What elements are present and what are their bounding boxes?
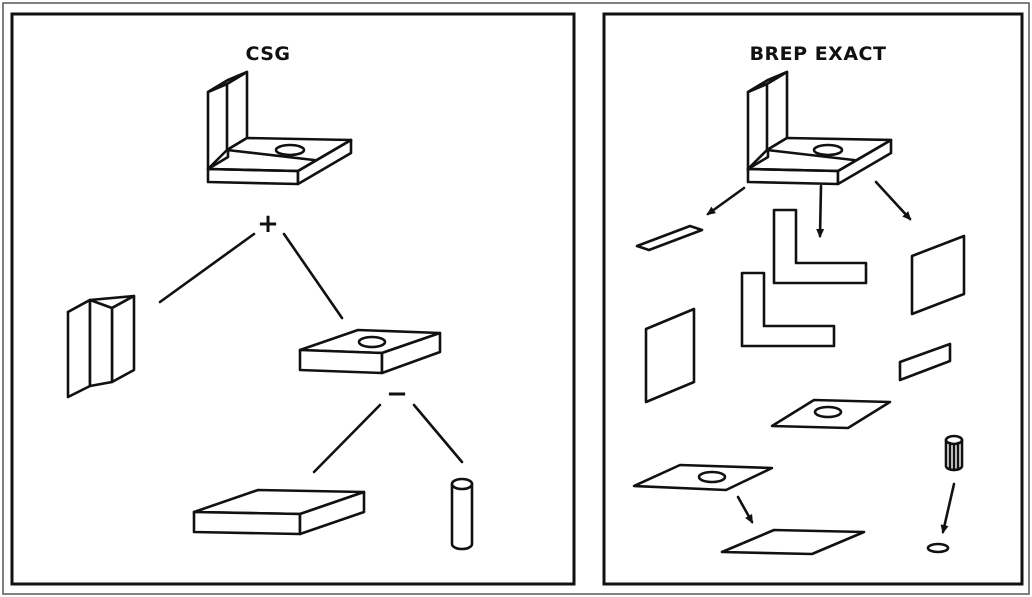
- arrow-to-l-face: [816, 184, 825, 238]
- brep-face-small-end: [898, 342, 952, 382]
- csg-solid-box: [192, 488, 366, 536]
- brep-face-l-back: [740, 271, 836, 348]
- brep-panel-border: [602, 12, 1024, 586]
- brep-hole-loop: [926, 542, 950, 554]
- union-operator: +: [257, 209, 279, 239]
- brep-face-bottom-with-hole: [632, 463, 774, 492]
- brep-solid-bracket: [746, 70, 893, 186]
- brep-panel-title: BREP EXACT: [750, 43, 887, 65]
- csg-base-plate-with-hole: [298, 328, 442, 375]
- brep-face-top-with-hole: [770, 398, 892, 430]
- csg-cylinder: [450, 477, 474, 551]
- csg-result-bracket: [206, 70, 353, 186]
- arrow-to-plain-face: [736, 495, 754, 524]
- tree-edge-difference-right: [412, 403, 464, 464]
- arrow-to-side-face: [874, 180, 912, 221]
- csg-panel-border: [10, 12, 576, 586]
- csg-panel-title: CSG: [245, 43, 290, 65]
- brep-face-hole-cylinder: [944, 434, 964, 472]
- brep-face-plain-bottom: [720, 528, 866, 556]
- difference-operator: −: [386, 379, 408, 409]
- tree-edge-union-left: [158, 232, 256, 304]
- arrow-to-hole-loop: [940, 482, 956, 534]
- csg-panel: CSG +: [10, 12, 576, 586]
- brep-face-l-front: [772, 208, 868, 285]
- brep-face-top-edge: [635, 224, 704, 252]
- brep-face-side-left: [644, 307, 696, 404]
- brep-face-side-right: [910, 234, 966, 316]
- tree-edge-difference-left: [312, 403, 382, 474]
- arrow-to-edge-face: [706, 186, 746, 216]
- csg-vertical-plate: [66, 294, 136, 399]
- brep-panel: BREP EXACT: [602, 12, 1024, 586]
- tree-edge-union-right: [282, 232, 344, 320]
